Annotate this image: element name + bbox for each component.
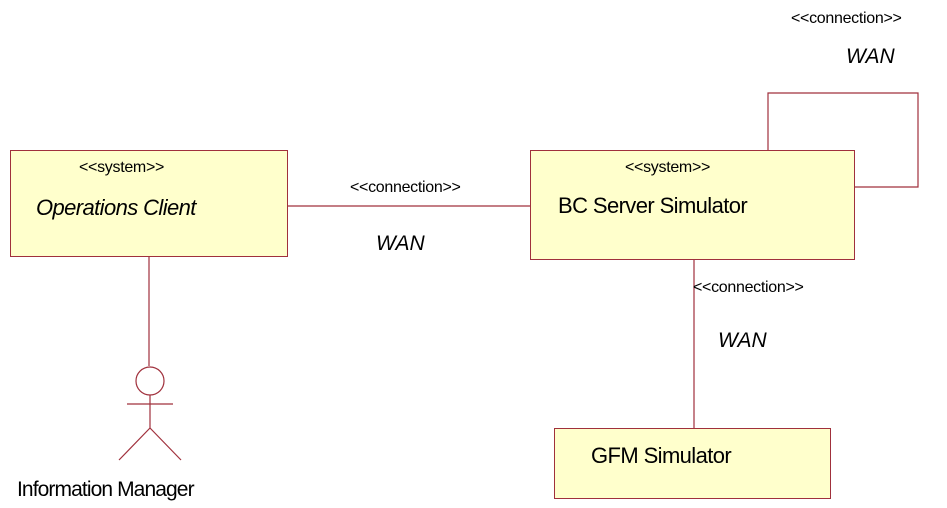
server-gfm-connection-name: WAN <box>718 329 767 352</box>
server-self-connection-stereotype: <<connection>> <box>791 10 902 27</box>
operations-client-node[interactable]: <<system>> Operations Client <box>10 150 288 257</box>
operations-client-name: Operations Client <box>36 195 196 220</box>
server-self-connection-name: WAN <box>846 45 895 68</box>
bc-server-name: BC Server Simulator <box>558 193 748 218</box>
gfm-simulator-node[interactable]: GFM Simulator <box>554 428 831 499</box>
client-server-connection-name: WAN <box>376 232 425 255</box>
gfm-simulator-name: GFM Simulator <box>591 443 732 468</box>
actor-name: Information Manager <box>17 478 195 501</box>
actor-icon <box>118 366 182 461</box>
bc-server-simulator-node[interactable]: <<system>> BC Server Simulator <box>530 150 855 260</box>
server-self-connection-line <box>767 92 919 188</box>
client-server-connection-stereotype: <<connection>> <box>350 179 461 196</box>
bc-server-stereotype: <<system>> <box>625 159 711 176</box>
operations-client-stereotype: <<system>> <box>79 159 165 176</box>
server-gfm-connection-stereotype: <<connection>> <box>693 279 804 296</box>
